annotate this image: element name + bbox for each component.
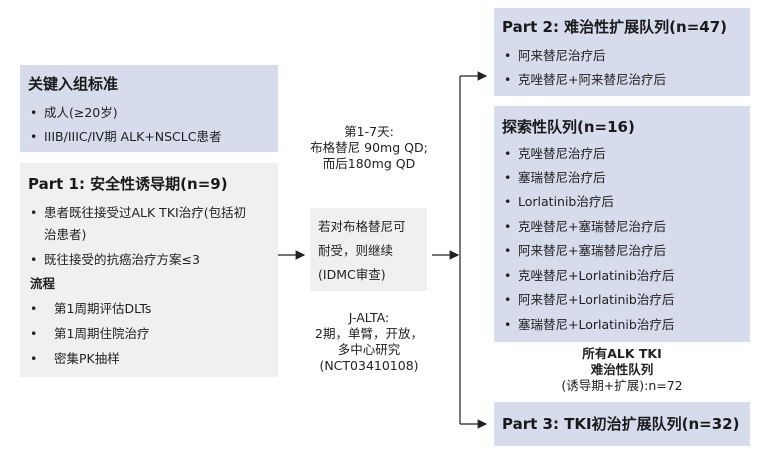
process-item: •第1周期住院治疗 [30, 326, 150, 341]
dosing-line: 而后180mg QD [322, 156, 416, 171]
process-item: •密集PK抽样 [30, 351, 120, 366]
study-line: 2期，单臂，开放， [315, 326, 423, 341]
criteria-item: •成人(≥20岁) [30, 105, 118, 120]
part1-item-continued: 治患者) [44, 227, 87, 242]
study-line: 多中心研究 [337, 342, 401, 357]
explore-title: 探索性队列(n=16) [502, 118, 635, 136]
continue-line: 若对布格替尼可 [318, 219, 406, 234]
criteria-item: •IIIB/IIIC/IV期 ALK+NSCLC患者 [30, 129, 222, 144]
explore-item: •塞瑞替尼治疗后 [504, 170, 606, 185]
process-item: •第1周期评估DLTs [30, 301, 152, 316]
explore-item: •阿来替尼+Lorlatinib治疗后 [504, 292, 675, 307]
explore-item: •克唑替尼+Lorlatinib治疗后 [504, 268, 675, 283]
criteria-box: 关键入组标准 •成人(≥20岁) •IIIB/IIIC/IV期 ALK+NSCL… [20, 65, 278, 152]
continue-line: 耐受，则继续 [318, 243, 394, 258]
part1-process-label: 流程 [30, 276, 56, 291]
part2-item: •阿来替尼治疗后 [504, 48, 606, 63]
dosing-line: 第1-7天: [344, 124, 394, 139]
study-description: J-ALTA: 2期，单臂，开放， 多中心研究 (NCT03410108) [296, 310, 442, 374]
continue-box: 若对布格替尼可 耐受，则继续 (IDMC审查) [310, 208, 427, 291]
part1-item: •既往接受的抗癌治疗方案≤3 [30, 252, 200, 267]
explore-box: 探索性队列(n=16) •克唑替尼治疗后 •塞瑞替尼治疗后 •Lorlatini… [494, 106, 750, 342]
explore-item: •阿来替尼+塞瑞替尼治疗后 [504, 243, 666, 258]
explore-item: •克唑替尼治疗后 [504, 146, 606, 161]
explore-item: •塞瑞替尼+Lorlatinib治疗后 [504, 317, 675, 332]
part2-item: •克唑替尼+阿来替尼治疗后 [504, 72, 666, 87]
part1-item: •患者既往接受过ALK TKI治疗(包括初 [30, 205, 247, 220]
summary-text: 所有ALK TKI 难治性队列 (诱导期+扩展):n=72 [530, 346, 714, 394]
study-line: (NCT03410108) [319, 358, 419, 373]
part1-box: Part 1: 安全性诱导期(n=9) •患者既往接受过ALK TKI治疗(包括… [20, 163, 278, 377]
part2-title: Part 2: 难治性扩展队列(n=47) [502, 18, 727, 36]
dosing-line: 布格替尼 90mg QD; [310, 140, 428, 155]
part3-box: Part 3: TKI初治扩展队列(n=32) [494, 402, 750, 446]
part2-box: Part 2: 难治性扩展队列(n=47) •阿来替尼治疗后 •克唑替尼+阿来替… [494, 8, 750, 96]
explore-item: •Lorlatinib治疗后 [504, 194, 614, 209]
explore-item: •克唑替尼+塞瑞替尼治疗后 [504, 219, 666, 234]
study-line: J-ALTA: [348, 310, 390, 325]
part3-title: Part 3: TKI初治扩展队列(n=32) [502, 415, 740, 433]
summary-line: 难治性队列 [590, 362, 654, 377]
summary-line: 所有ALK TKI [582, 346, 662, 361]
criteria-title: 关键入组标准 [28, 75, 119, 93]
continue-line: (IDMC审查) [318, 267, 386, 282]
part1-title: Part 1: 安全性诱导期(n=9) [28, 175, 228, 193]
dosing-text: 第1-7天: 布格替尼 90mg QD; 而后180mg QD [296, 124, 442, 172]
summary-line: (诱导期+扩展):n=72 [561, 378, 683, 393]
